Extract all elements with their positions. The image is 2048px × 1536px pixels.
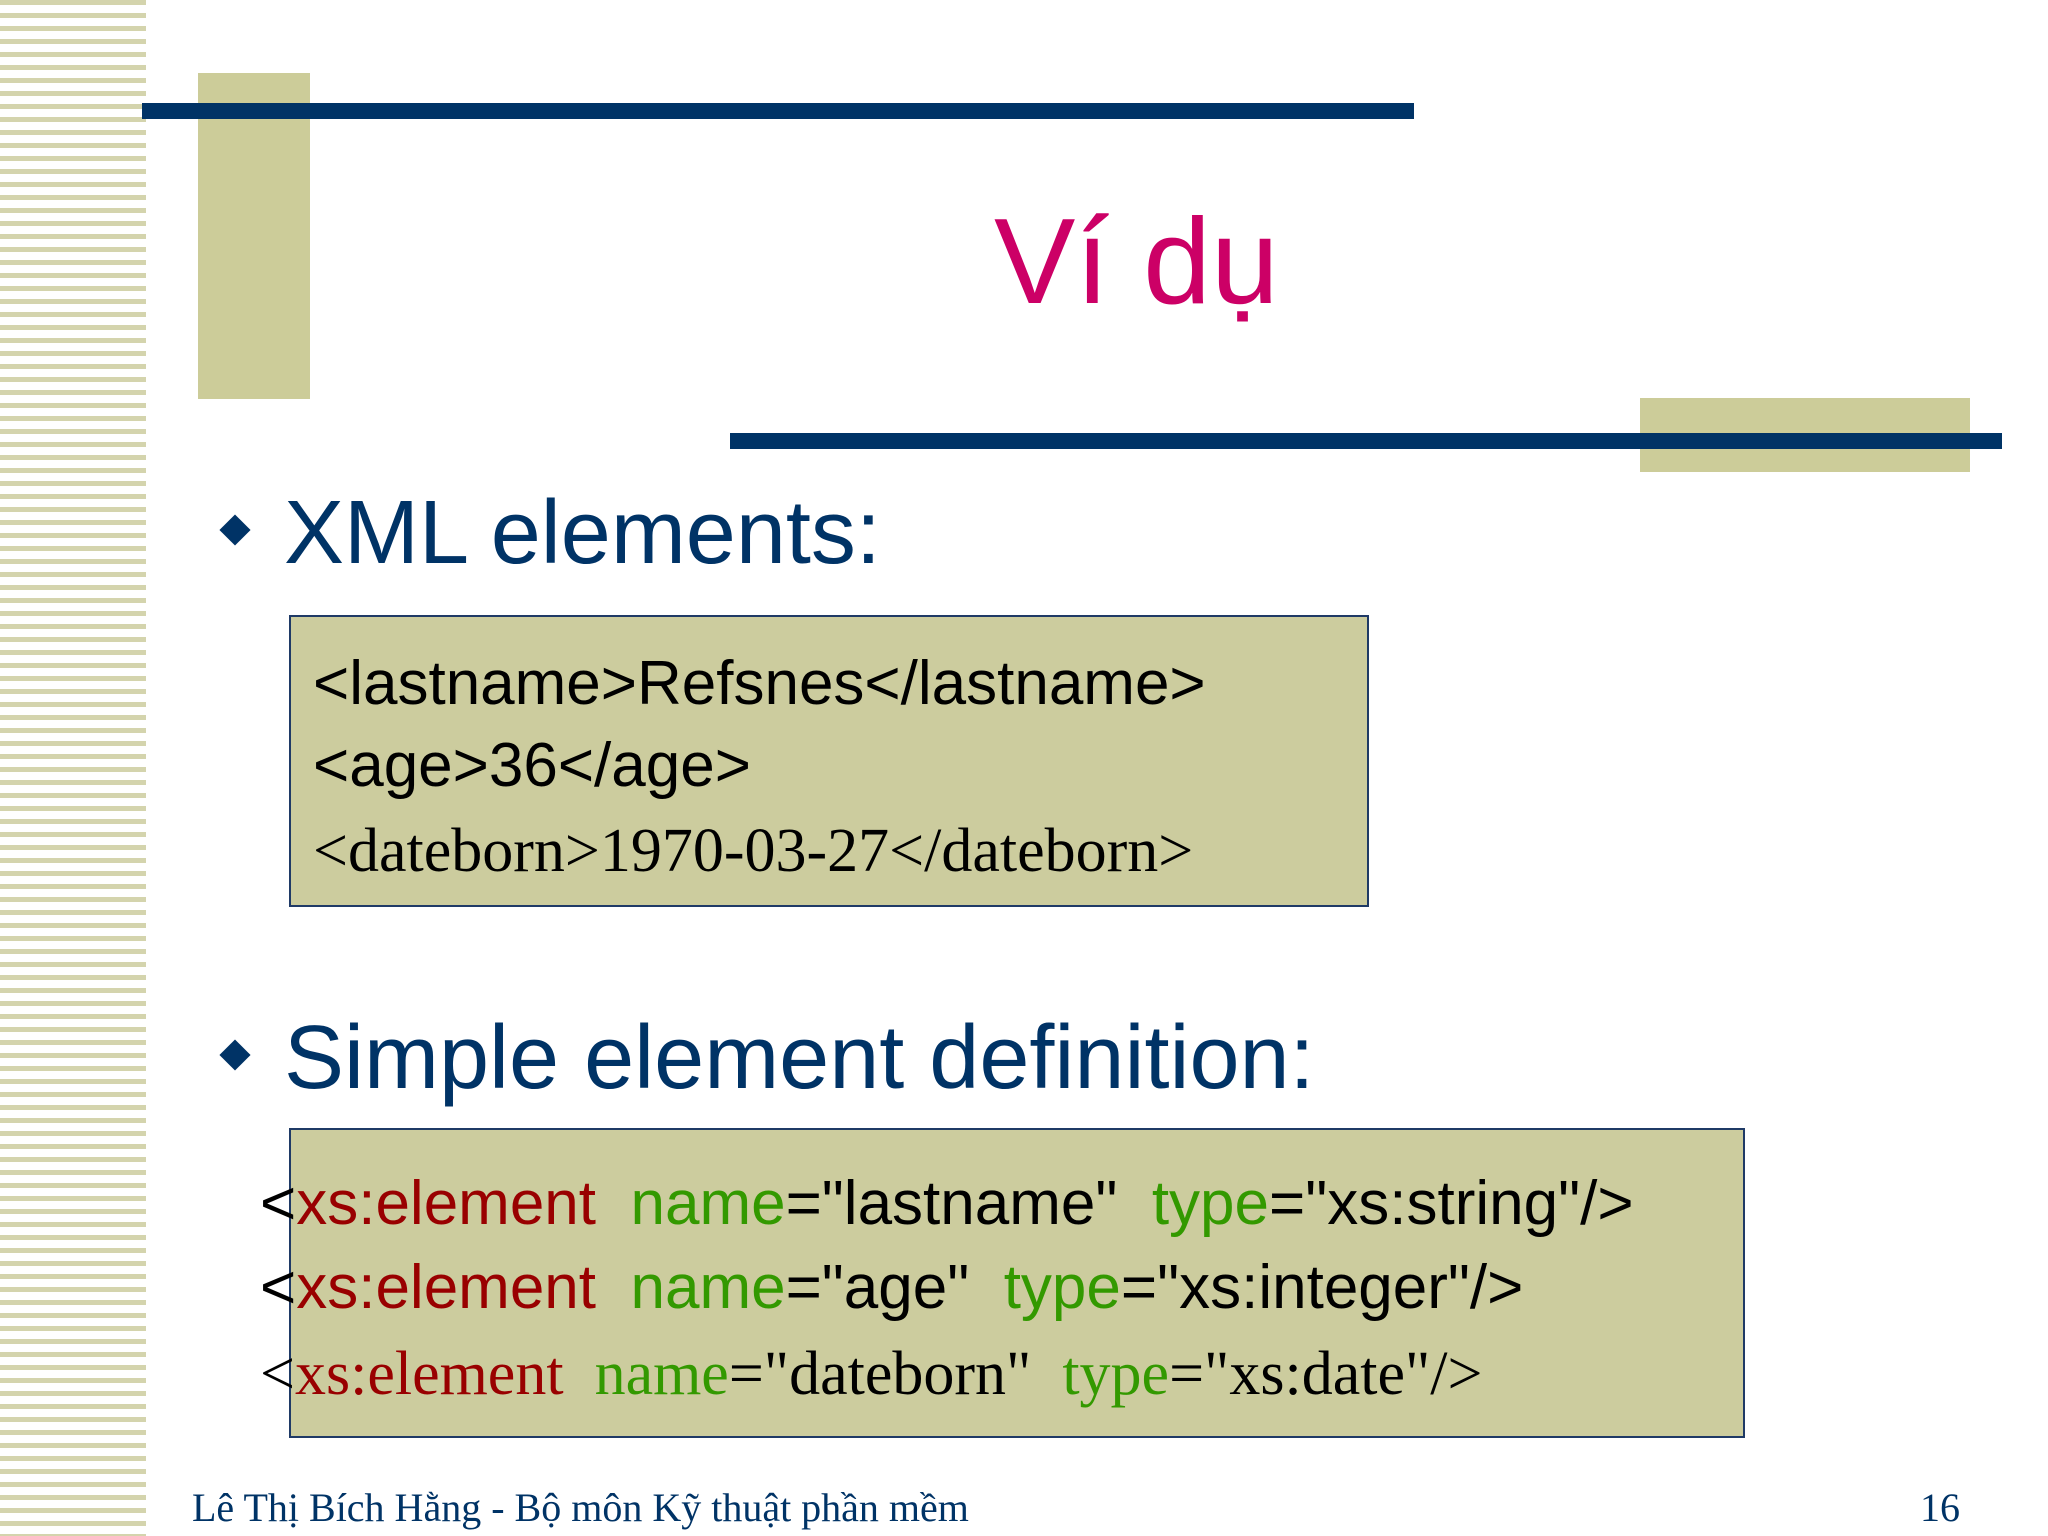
- schema-open-bracket: <: [260, 1169, 297, 1238]
- left-stripe-decoration: [0, 0, 146, 1536]
- schema-attr-type: type: [1003, 1253, 1121, 1322]
- section-heading-xml-elements: XML elements:: [284, 483, 881, 583]
- schema-open-bracket: <: [260, 1340, 295, 1408]
- slide-title: Ví dụ: [994, 193, 1279, 329]
- schema-tag: xs:element: [296, 1169, 597, 1238]
- bullet-diamond-icon: [219, 1039, 251, 1071]
- schema-definition-code-box: [289, 1128, 1745, 1438]
- bullet-diamond-icon: [219, 514, 251, 546]
- code-line-lastname: <lastname>Refsnes</lastname>: [313, 649, 1206, 718]
- schema-line-age: <xs:element name="age" type="xs:integer"…: [260, 1257, 1523, 1319]
- footer-author: Lê Thị Bích Hằng - Bộ môn Kỹ thuật phần …: [192, 1485, 969, 1530]
- schema-tag: xs:element: [296, 1253, 597, 1322]
- schema-value-name: ="dateborn": [728, 1340, 1032, 1408]
- schema-value-name: ="age": [785, 1253, 970, 1322]
- schema-attr-name: name: [630, 1253, 786, 1322]
- code-line-dateborn: <dateborn>1970-03-27</dateborn>: [313, 817, 1194, 885]
- page-number: 16: [1920, 1485, 1960, 1530]
- schema-attr-name: name: [594, 1340, 729, 1408]
- schema-line-lastname: <xs:element name="lastname" type="xs:str…: [260, 1173, 1634, 1235]
- schema-attr-type: type: [1062, 1340, 1170, 1408]
- top-left-accent-block: [198, 73, 310, 399]
- schema-value-type: ="xs:date"/>: [1169, 1340, 1483, 1408]
- code-line-age: <age>36</age>: [313, 731, 751, 800]
- schema-value-type: ="xs:string"/>: [1269, 1169, 1634, 1238]
- schema-value-name: ="lastname": [785, 1169, 1118, 1238]
- schema-attr-name: name: [630, 1169, 786, 1238]
- xml-elements-code-box: <lastname>Refsnes</lastname> <age>36</ag…: [289, 615, 1369, 907]
- title-underline-rule: [730, 433, 2002, 449]
- schema-value-type: ="xs:integer"/>: [1120, 1253, 1524, 1322]
- schema-attr-type: type: [1151, 1169, 1270, 1238]
- schema-line-dateborn: <xs:element name="dateborn" type="xs:dat…: [260, 1343, 1482, 1405]
- schema-tag: xs:element: [294, 1340, 564, 1408]
- schema-open-bracket: <: [260, 1253, 297, 1322]
- top-rule: [142, 103, 1414, 119]
- section-heading-simple-element-definition: Simple element definition:: [284, 1008, 1315, 1108]
